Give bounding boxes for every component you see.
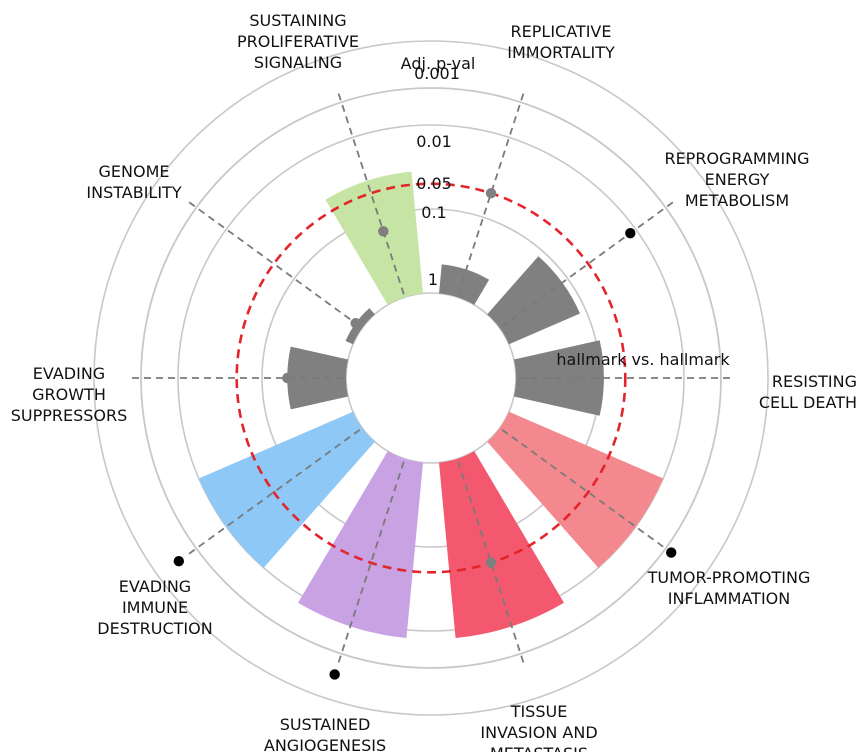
dot-marker: [329, 669, 340, 680]
dot-marker: [282, 372, 293, 384]
dot-marker: [350, 318, 361, 329]
series-label: hallmark vs. hallmark: [556, 350, 730, 369]
bar-sustaining-proliferative-signaling: [325, 171, 424, 305]
radial-grid: [93, 40, 769, 716]
dot-marker: [173, 556, 185, 567]
outer-frame-circle: [140, 87, 722, 669]
threshold-circle: [235, 182, 627, 574]
dot-marker: [569, 372, 580, 384]
radial-tick-label: 1: [428, 270, 438, 289]
dot-marker: [666, 547, 677, 558]
bars: [198, 171, 664, 638]
bar-reprogramming-energy-metabolism: [487, 256, 580, 345]
radial-tick-label: 0.001: [414, 64, 460, 83]
bar-replicative-immortality: [438, 264, 490, 305]
radial-tick-label: 0.01: [416, 132, 452, 151]
bar-evading-immune-destruction: [198, 411, 375, 568]
dot-marker: [485, 188, 497, 199]
spoke-line: [187, 200, 361, 328]
dots: [173, 188, 677, 680]
dot-marker: [625, 227, 636, 239]
bar-tumor-promoting-inflammation: [487, 411, 664, 568]
radial-tick-label: 0.05: [416, 174, 452, 193]
radial-tick-labels: 1 0.1 0.05 0.01 0.001: [414, 64, 460, 289]
radial-tick-label: 0.1: [421, 203, 446, 222]
grid-circle: [93, 40, 769, 716]
grid-circle: [345, 292, 517, 464]
dot-marker: [485, 557, 497, 568]
grid-circle: [177, 124, 685, 632]
bar-genome-instability: [345, 308, 375, 345]
radial-axis-title: Adj. p-val: [401, 54, 476, 73]
dot-marker: [378, 226, 389, 237]
